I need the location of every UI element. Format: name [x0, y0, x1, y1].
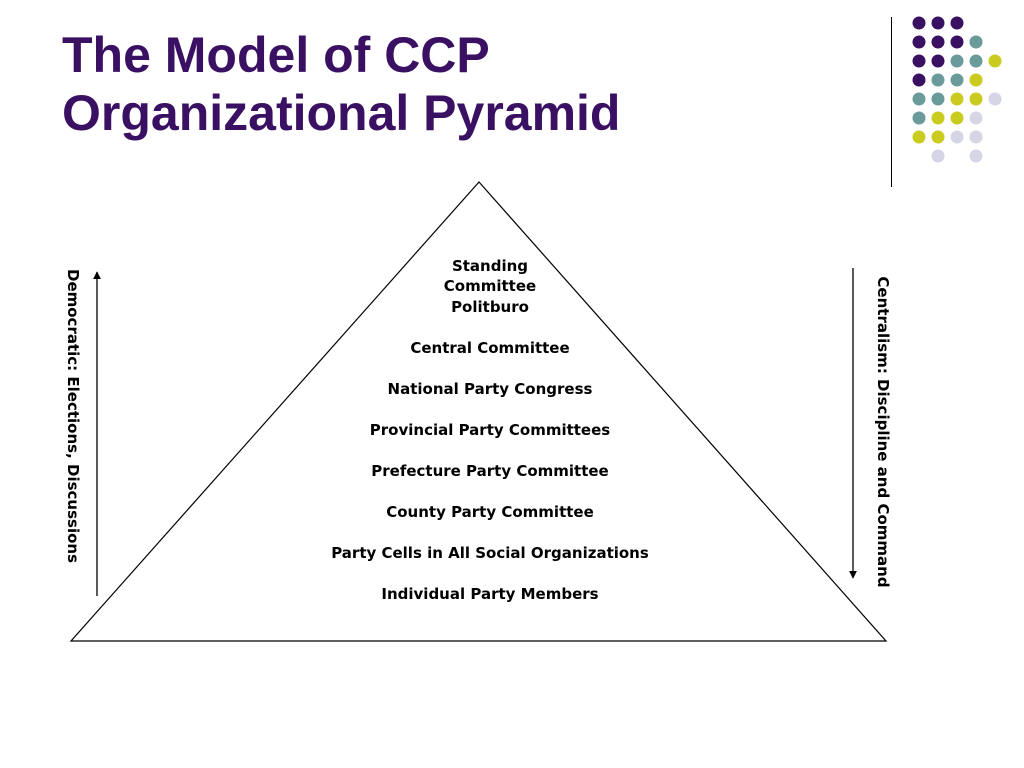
decorative-dot — [950, 54, 964, 68]
decorative-dot — [969, 92, 983, 106]
decorative-dot — [931, 73, 945, 87]
level-politburo: Politburo — [451, 298, 529, 316]
decorative-dot — [912, 73, 926, 87]
decorative-dot — [950, 16, 964, 30]
decorative-dot — [931, 130, 945, 144]
decorative-dot — [969, 54, 983, 68]
decorative-dot — [969, 130, 983, 144]
level-standing-committee: Standing Committee — [443, 257, 537, 295]
level-prefecture-party-committee: Prefecture Party Committee — [371, 462, 609, 480]
decorative-dot — [950, 111, 964, 125]
pyramid-levels: Standing Committee Politburo Central Com… — [290, 256, 690, 625]
level-county-party-committee: County Party Committee — [386, 503, 594, 521]
decorative-dot — [931, 92, 945, 106]
decorative-dot — [931, 54, 945, 68]
decorative-dot — [988, 54, 1002, 68]
level-national-party-congress: National Party Congress — [387, 380, 593, 398]
decorative-dot-grid — [912, 16, 1002, 163]
decorative-dot — [912, 16, 926, 30]
level-provincial-party-committees: Provincial Party Committees — [369, 421, 611, 439]
level-party-cells: Party Cells in All Social Organizations — [331, 544, 649, 562]
decorative-dot — [969, 73, 983, 87]
decorative-dot — [950, 73, 964, 87]
decorative-dot — [912, 35, 926, 49]
decorative-dot — [988, 92, 1002, 106]
decorative-divider — [891, 17, 892, 187]
pyramid-triangle — [69, 181, 888, 642]
decorative-dot — [912, 92, 926, 106]
level-individual-party-members: Individual Party Members — [381, 585, 599, 603]
decorative-dot — [912, 111, 926, 125]
decorative-dot — [969, 111, 983, 125]
democratic-label: Democratic: Elections, Discussions — [64, 269, 82, 563]
level-central-committee: Central Committee — [410, 339, 570, 357]
decorative-dot — [931, 16, 945, 30]
centralism-label: Centralism: Discipline and Command — [874, 276, 892, 588]
decorative-dot — [931, 35, 945, 49]
decorative-dot — [969, 35, 983, 49]
page-title: The Model of CCP Organizational Pyramid — [62, 26, 620, 142]
decorative-dot — [950, 35, 964, 49]
title-line-2: Organizational Pyramid — [62, 85, 621, 141]
decorative-dot — [931, 149, 945, 163]
decorative-dot — [969, 149, 983, 163]
decorative-dot — [912, 130, 926, 144]
title-line-1: The Model of CCP — [62, 27, 490, 83]
decorative-dot — [950, 92, 964, 106]
decorative-dot — [912, 54, 926, 68]
decorative-dot — [931, 111, 945, 125]
decorative-dot — [950, 130, 964, 144]
